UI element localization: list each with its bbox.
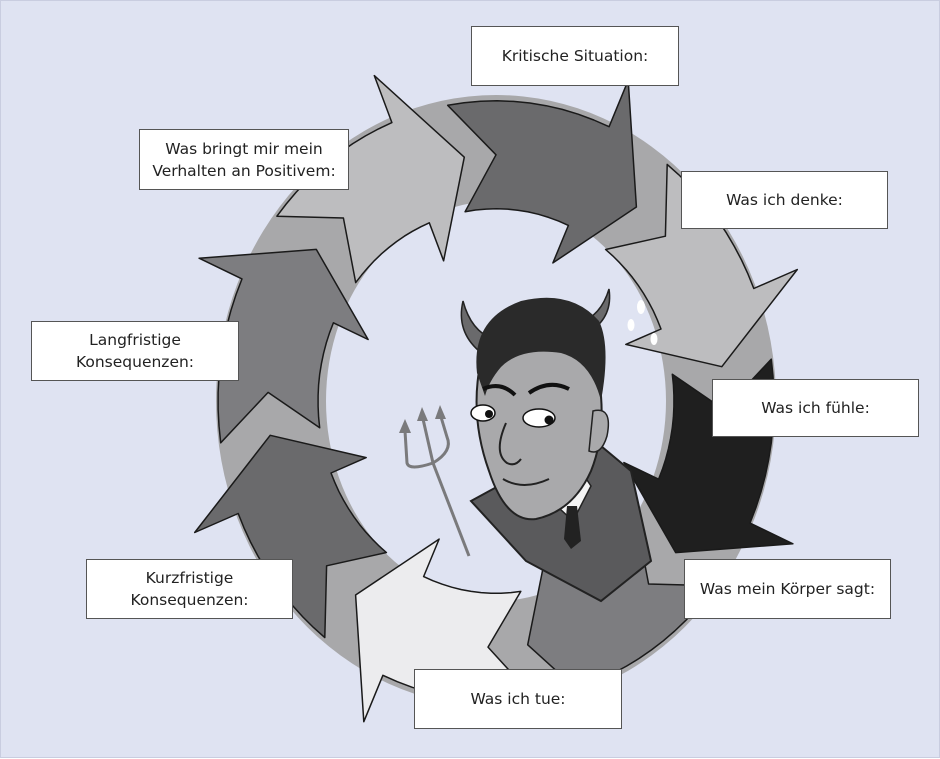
- pitchfork-tip-left: [399, 419, 411, 433]
- pitchfork-prong-right: [432, 416, 450, 465]
- thought-dot-2: [627, 319, 635, 331]
- pitchfork-tip-middle: [417, 407, 428, 421]
- devil-nose: [498, 422, 522, 466]
- devil-ear: [588, 409, 610, 453]
- thought-dot-1: [637, 300, 645, 314]
- step-box-was-ich-tue: Was ich tue:: [414, 669, 622, 729]
- step-box-positives-verhalten: Was bringt mir mein Verhalten an Positiv…: [139, 129, 349, 190]
- devil-mouth: [502, 478, 550, 486]
- devil-tie: [564, 506, 581, 549]
- devil-eyebrow-right: [527, 382, 570, 395]
- pitchfork-handle: [431, 462, 471, 557]
- devil-hair: [476, 297, 606, 401]
- step-box-was-ich-fuehle: Was ich fühle:: [712, 379, 919, 437]
- devil-eyebrow-left: [482, 384, 517, 397]
- thought-bubble-icon: [627, 300, 658, 345]
- cycle-arrow-1: [446, 79, 638, 264]
- pitchfork-prong-middle: [421, 418, 435, 464]
- step-box-kritische-situation: Kritische Situation:: [471, 26, 679, 86]
- pitchfork-tip-right: [435, 405, 446, 419]
- pitchfork-icon: [399, 405, 471, 557]
- thought-dot-3: [650, 333, 658, 345]
- step-box-was-mein-koerper-sagt: Was mein Körper sagt:: [684, 559, 891, 619]
- pitchfork-prong-left: [403, 430, 434, 469]
- devil-pupil-right: [544, 415, 554, 425]
- devil-figure-icon: [460, 288, 653, 603]
- devil-pupil-left: [485, 410, 493, 418]
- step-box-kurzfristige-konsequenzen: Kurzfristige Konsequenzen:: [86, 559, 293, 619]
- step-box-langfristige-konsequenzen: Langfristige Konsequenzen:: [31, 321, 239, 381]
- step-box-was-ich-denke: Was ich denke:: [681, 171, 888, 229]
